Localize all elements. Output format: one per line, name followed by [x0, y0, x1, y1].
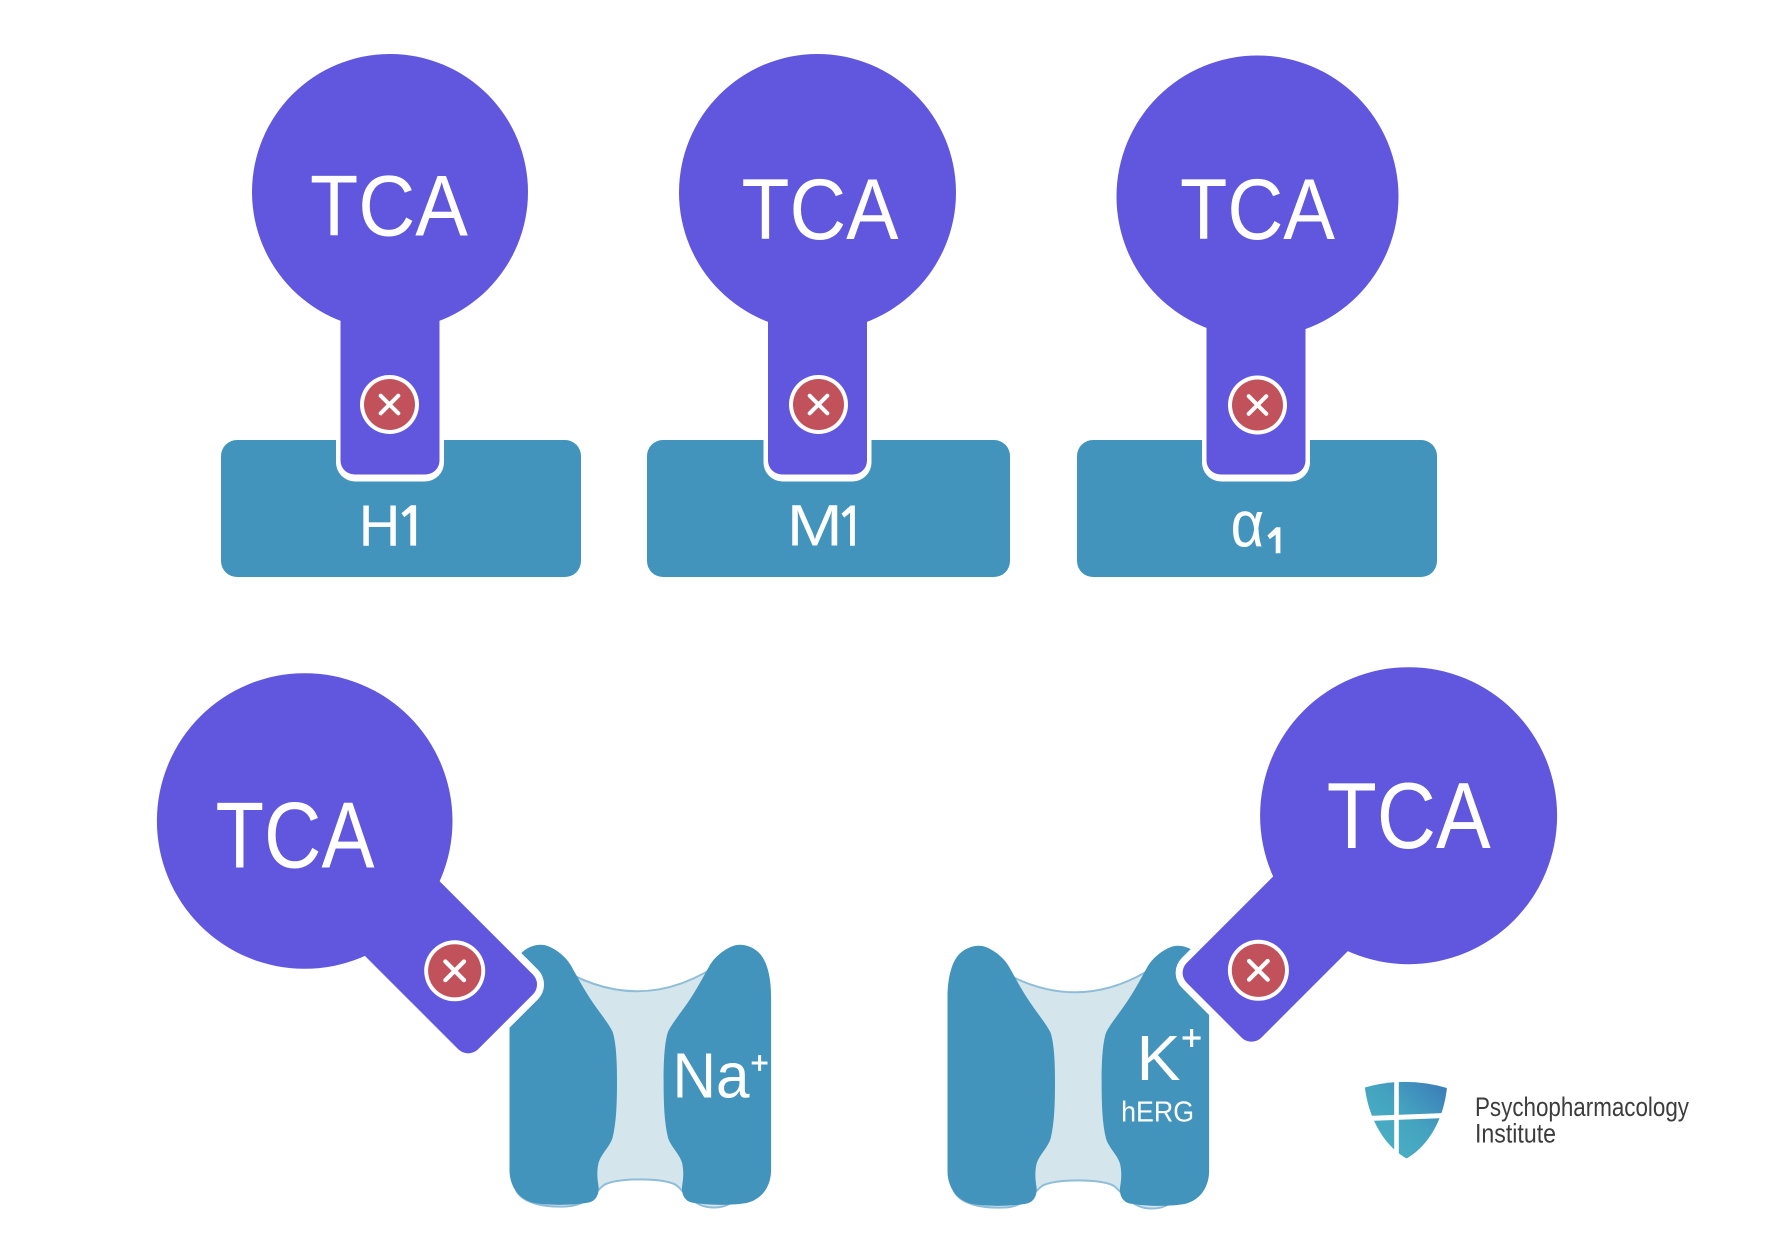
svg-text:TCA: TCA — [1180, 162, 1336, 258]
svg-text:Institute: Institute — [1475, 1118, 1556, 1148]
svg-text:α: α — [1231, 487, 1265, 560]
svg-text:Na: Na — [673, 1040, 750, 1112]
svg-text:TCA: TCA — [310, 159, 469, 255]
svg-text:TCA: TCA — [216, 783, 375, 888]
svg-text:TCA: TCA — [1327, 763, 1491, 868]
svg-text:TCA: TCA — [742, 162, 900, 258]
svg-text:M: M — [787, 494, 843, 559]
svg-text:K: K — [1137, 1022, 1181, 1094]
svg-text:H: H — [359, 494, 401, 559]
svg-text:Psychopharmacology: Psychopharmacology — [1475, 1092, 1689, 1122]
svg-text:hERG: hERG — [1121, 1097, 1194, 1129]
